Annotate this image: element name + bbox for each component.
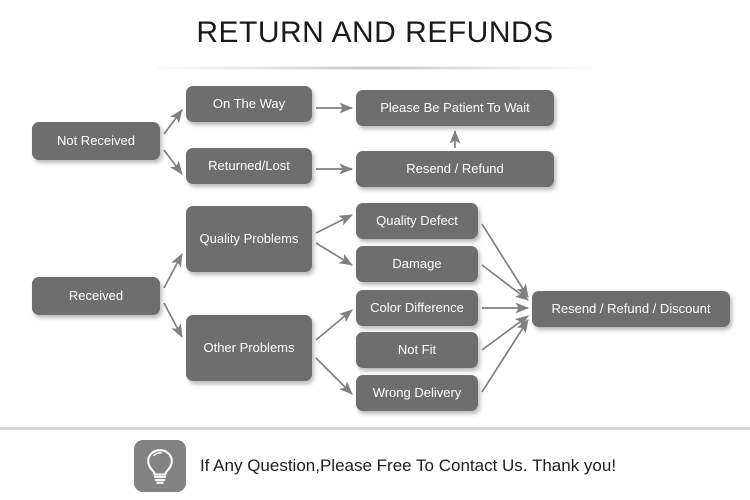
arrow-not-received-to-on-the-way bbox=[163, 109, 183, 135]
title-divider bbox=[158, 66, 592, 70]
node-resend-refund[interactable]: Resend / Refund bbox=[356, 151, 554, 187]
node-not-fit[interactable]: Not Fit bbox=[356, 332, 478, 368]
node-quality-defect[interactable]: Quality Defect bbox=[356, 203, 478, 239]
footer: If Any Question,Please Free To Contact U… bbox=[0, 436, 750, 496]
arrow-quality-problems-to-quality-defect bbox=[315, 214, 353, 234]
arrow-other-problems-to-color-difference bbox=[315, 309, 353, 341]
footer-divider bbox=[0, 427, 750, 430]
arrow-wrong-delivery-to-resend-refund-discount bbox=[481, 319, 529, 393]
node-please-be-patient-to-wait[interactable]: Please Be Patient To Wait bbox=[356, 90, 554, 126]
footer-text: If Any Question,Please Free To Contact U… bbox=[199, 456, 617, 475]
node-returned-lost[interactable]: Returned/Lost bbox=[186, 148, 312, 184]
node-wrong-delivery[interactable]: Wrong Delivery bbox=[356, 375, 478, 411]
arrow-received-to-quality-problems bbox=[163, 253, 183, 289]
node-color-difference[interactable]: Color Difference bbox=[356, 290, 478, 326]
node-received[interactable]: Received bbox=[32, 277, 160, 315]
node-damage[interactable]: Damage bbox=[356, 246, 478, 282]
page-title: RETURN AND REFUNDS bbox=[196, 16, 554, 49]
arrow-not-received-to-returned-lost bbox=[163, 149, 183, 175]
arrow-quality-problems-to-damage bbox=[315, 242, 353, 266]
node-other-problems[interactable]: Other Problems bbox=[186, 315, 312, 381]
lightbulb-icon bbox=[133, 440, 186, 492]
node-not-received[interactable]: Not Received bbox=[32, 122, 160, 160]
arrow-other-problems-to-wrong-delivery bbox=[315, 357, 353, 395]
node-on-the-way[interactable]: On The Way bbox=[186, 86, 312, 122]
arrow-received-to-other-problems bbox=[163, 302, 183, 338]
arrow-quality-defect-to-resend-refund-discount bbox=[481, 223, 529, 298]
arrow-damage-to-resend-refund-discount bbox=[481, 264, 529, 301]
node-resend-refund-discount[interactable]: Resend / Refund / Discount bbox=[532, 291, 730, 327]
node-quality-problems[interactable]: Quality Problems bbox=[186, 206, 312, 272]
arrow-not-fit-to-resend-refund-discount bbox=[481, 315, 529, 351]
